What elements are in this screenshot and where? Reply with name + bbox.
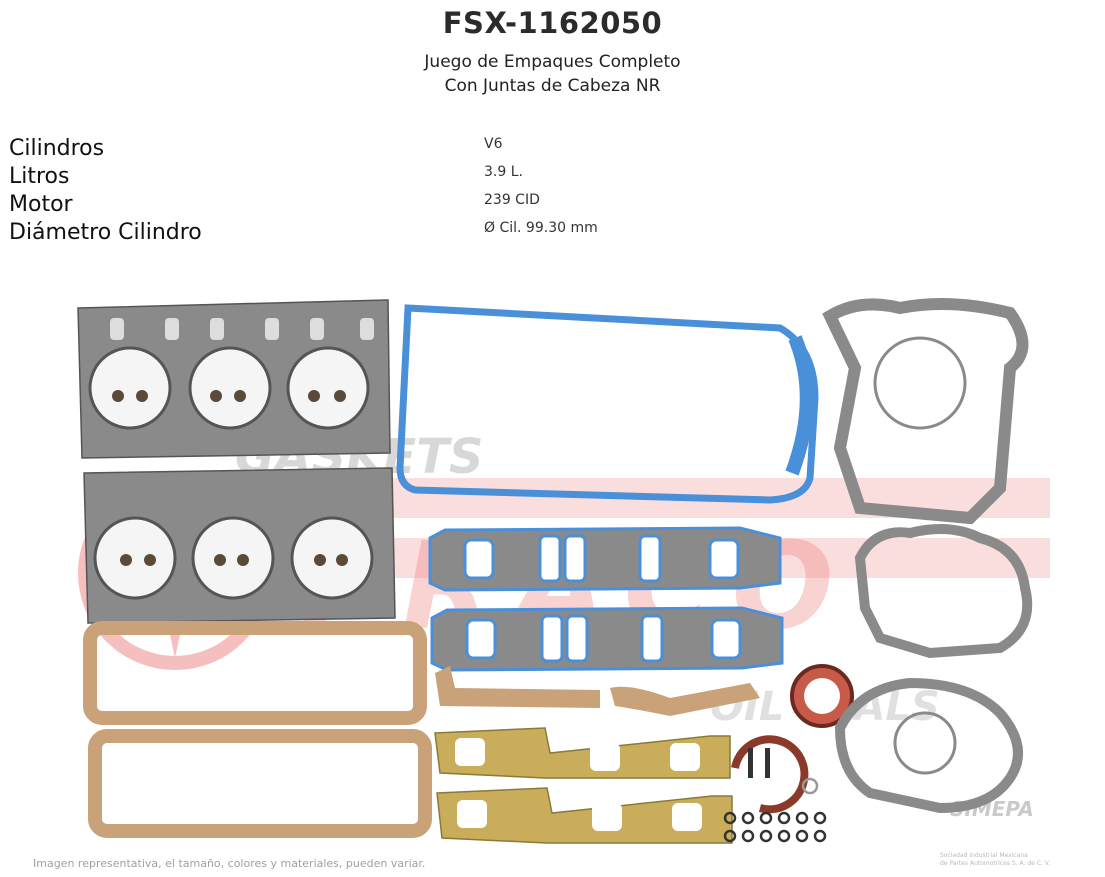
o-ring-set bbox=[723, 777, 827, 843]
legal-line-1: Sociedad Industrial Mexicana bbox=[940, 852, 1028, 859]
rear-main-seal bbox=[731, 735, 809, 814]
water-pump-gasket bbox=[854, 524, 1033, 659]
subtitle-line-2: Con Juntas de Cabeza NR bbox=[444, 76, 661, 96]
intake-gasket-upper bbox=[428, 526, 782, 592]
image-disclaimer: Imagen representativa, el tamaño, colore… bbox=[33, 857, 426, 870]
head-gasket-lower bbox=[83, 467, 396, 624]
subtitle-line-1: Juego de Empaques Completo bbox=[424, 52, 681, 72]
spec-value-diametro: Ø Cil. 99.30 mm bbox=[484, 220, 598, 236]
legal-line-2: de Partes Automotrices S. A. de C. V. bbox=[940, 860, 1051, 867]
part-number-title: FSX-1162050 bbox=[442, 6, 663, 40]
gasket-set-image: GASKETS FRACO OIL SEALS SIMEPA bbox=[77, 298, 1050, 844]
valve-cover-gasket-upper bbox=[83, 621, 427, 725]
spec-label-litros: Litros bbox=[9, 164, 70, 189]
head-gasket-upper bbox=[77, 299, 391, 459]
spec-value-cilindros: V6 bbox=[484, 136, 503, 152]
thermostat-housing-gasket bbox=[834, 677, 1023, 814]
exhaust-gasket-lower bbox=[436, 787, 733, 844]
spec-value-litros: 3.9 L. bbox=[484, 164, 523, 180]
timing-cover-gasket bbox=[822, 298, 1029, 525]
valve-cover-gasket-lower bbox=[88, 729, 432, 838]
end-seal-strips bbox=[435, 666, 760, 716]
exhaust-gasket-upper bbox=[434, 727, 731, 779]
oil-pan-gasket bbox=[396, 304, 819, 504]
front-crank-seal bbox=[790, 664, 854, 728]
spec-label-diametro: Diámetro Cilindro bbox=[9, 220, 202, 245]
company-legal-text: Sociedad Industrial Mexicana de Partes A… bbox=[940, 852, 1050, 868]
intake-gasket-lower bbox=[430, 606, 784, 672]
product-subtitle: Juego de Empaques Completo Con Juntas de… bbox=[0, 50, 1105, 98]
spec-value-motor: 239 CID bbox=[484, 192, 540, 208]
spec-label-motor: Motor bbox=[9, 192, 73, 217]
spec-label-cilindros: Cilindros bbox=[9, 136, 105, 161]
